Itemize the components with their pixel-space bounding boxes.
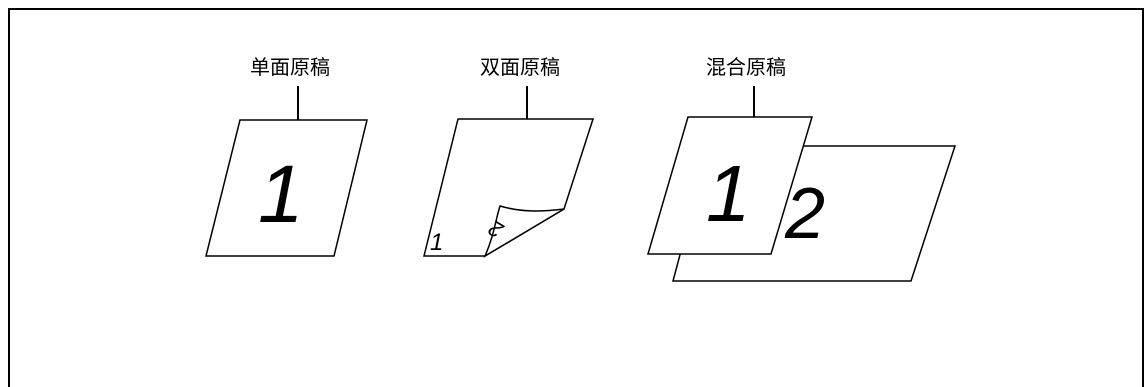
single-sided-label: 单面原稿 [250,55,330,79]
mixed-front-number: 1 [706,149,751,238]
diagram-frame [8,8,1144,387]
mixed-group: 混合原稿 2 1 [646,55,957,282]
duplex-front-number: 1 [430,229,443,256]
mixed-label: 混合原稿 [706,55,786,79]
duplex-label: 双面原稿 [480,55,560,79]
single-page-number: 1 [258,149,304,240]
single-sided-page [205,119,368,257]
single-sided-group: 单面原稿 1 [205,55,368,257]
mixed-front-page [646,116,814,255]
duplex-folded-corner [483,205,565,258]
duplex-group: 双面原稿 1 2 [423,55,595,258]
